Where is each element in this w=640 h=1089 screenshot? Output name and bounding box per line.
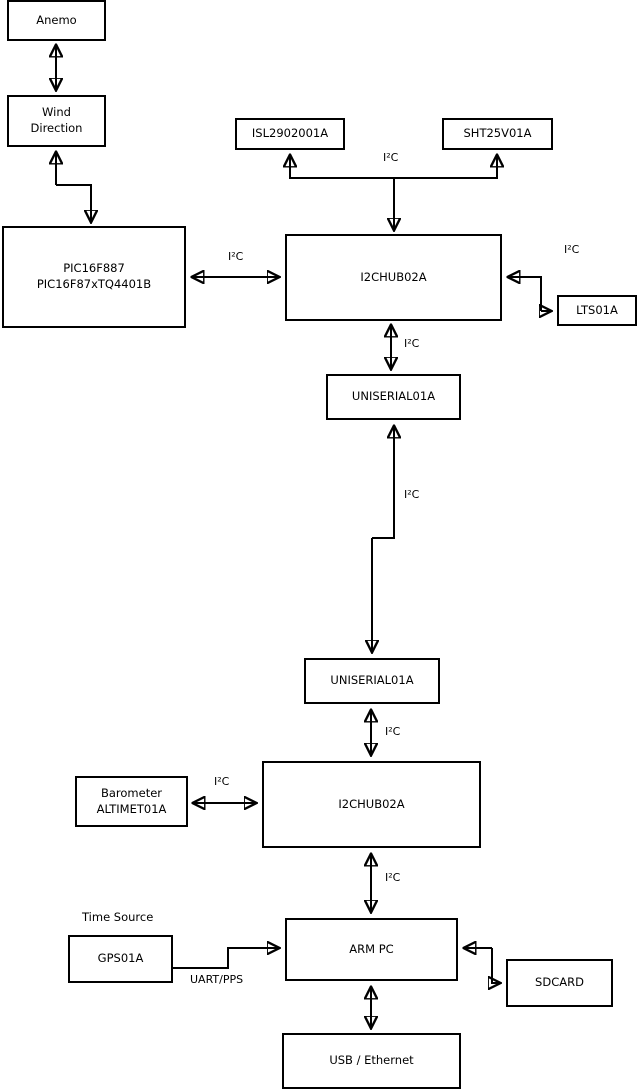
wire-lts-to-hub (508, 277, 542, 311)
wire-hub-to-isl (290, 155, 395, 230)
label-time-source: Time Source (82, 910, 154, 924)
node-lts01a-label: LTS01A (576, 302, 618, 317)
node-gps01a[interactable]: GPS01A (68, 935, 173, 983)
wire-arm-to-sdcard (492, 948, 500, 983)
edge-label-i2c-uniserial-link: I²C (404, 488, 420, 501)
edge-label-i2c-barometer-hub2: I²C (214, 775, 230, 788)
wire-uniser-link-up (372, 426, 394, 539)
node-uniserial01a-top[interactable]: UNISERIAL01A (326, 374, 461, 420)
node-wind-direction-label: Wind Direction (30, 105, 83, 135)
node-uniserial01a-top-label: UNISERIAL01A (351, 389, 436, 404)
node-anemo[interactable]: Anemo (7, 0, 106, 41)
edge-label-i2c-pic-hub: I²C (228, 250, 244, 263)
node-isl2902001a[interactable]: ISL2902001A (235, 118, 345, 150)
edge-label-uart-pps: UART/PPS (190, 973, 244, 986)
edge-label-i2c-hub-uniserial: I²C (404, 337, 420, 350)
node-barometer-altimet01a[interactable]: Barometer ALTIMET01A (75, 776, 188, 827)
edge-label-i2c-uniserial-hub2: I²C (385, 725, 401, 738)
node-gps01a-label: GPS01A (97, 951, 144, 966)
node-arm-pc[interactable]: ARM PC (285, 918, 458, 981)
node-sdcard[interactable]: SDCARD (506, 959, 613, 1007)
wire-wind-to-pic (56, 184, 91, 222)
wire-hub-to-sht (394, 155, 497, 179)
node-usb-ethernet[interactable]: USB / Ethernet (282, 1033, 461, 1089)
node-uniserial01a-bottom[interactable]: UNISERIAL01A (304, 658, 440, 704)
node-wind-direction[interactable]: Wind Direction (7, 95, 106, 147)
node-sdcard-label: SDCARD (535, 975, 584, 990)
edge-label-i2c-hub2-arm: I²C (385, 871, 401, 884)
node-sht25v01a[interactable]: SHT25V01A (442, 118, 553, 150)
node-i2chub02a-top[interactable]: I2CHUB02A (285, 234, 502, 321)
node-i2chub02a-bottom[interactable]: I2CHUB02A (262, 761, 481, 848)
node-i2chub02a-top-label: I2CHUB02A (360, 269, 427, 284)
node-arm-pc-label: ARM PC (349, 941, 394, 956)
node-barometer-altimet01a-label: Barometer ALTIMET01A (96, 785, 167, 816)
node-lts01a[interactable]: LTS01A (557, 295, 637, 326)
edge-label-i2c-sensors-hub: I²C (383, 151, 399, 164)
node-pic-mcu-label: PIC16F887 PIC16F87xTQ4401B (36, 261, 152, 291)
wire-gps-to-arm (173, 948, 279, 969)
node-i2chub02a-bottom-label: I2CHUB02A (338, 796, 405, 811)
node-sht25v01a-label: SHT25V01A (463, 126, 532, 141)
node-usb-ethernet-label: USB / Ethernet (329, 1053, 414, 1068)
node-pic-mcu[interactable]: PIC16F887 PIC16F87xTQ4401B (2, 226, 186, 328)
edge-label-i2c-hub-lts: I²C (564, 243, 580, 256)
node-uniserial01a-bottom-label: UNISERIAL01A (330, 673, 414, 688)
node-isl2902001a-label: ISL2902001A (251, 126, 329, 141)
node-anemo-label: Anemo (36, 12, 77, 27)
